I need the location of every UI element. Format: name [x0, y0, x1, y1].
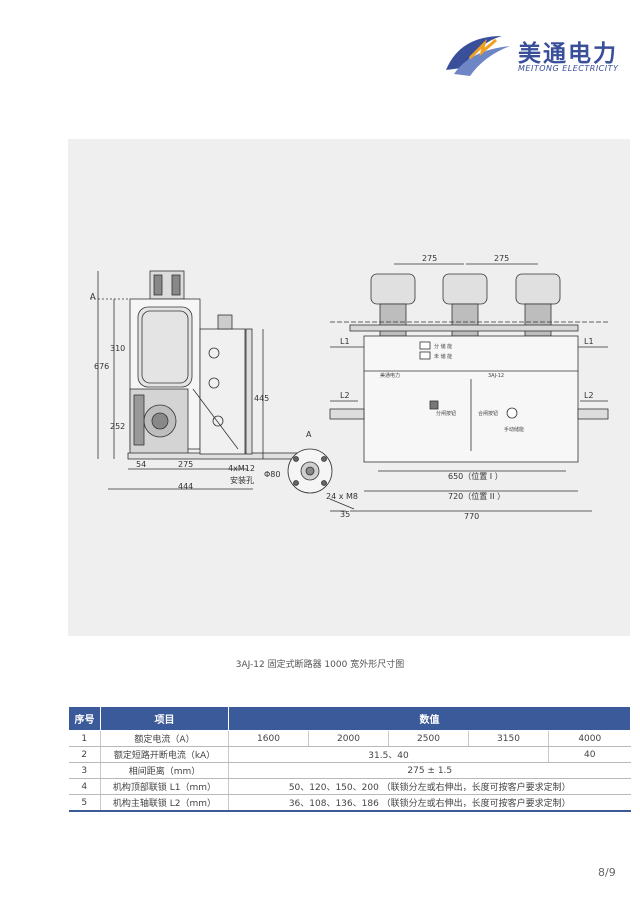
- cell-item: 额定电流（A）: [100, 730, 229, 747]
- cell-item: 机构主轴联锁 L2（mm）: [100, 794, 229, 812]
- dim-770: 770: [464, 512, 479, 521]
- dim-720: 720（位置 II ）: [448, 491, 505, 501]
- dim-l2-right: L2: [584, 391, 594, 400]
- table-row: 1 额定电流（A） 1600 2000 2500 3150 4000: [68, 730, 631, 747]
- dim-676: 676: [94, 362, 109, 371]
- cell-value: 31.5、40: [228, 746, 549, 763]
- cell-value: 36、108、136、186 （联锁分左或右伸出，长度可按客户要求定制）: [228, 794, 631, 812]
- dim-4xm12: 4xM12: [228, 464, 255, 473]
- cell-no: 4: [68, 778, 101, 795]
- dim-l1-right: L1: [584, 337, 594, 346]
- dim-275-side: 275: [178, 460, 193, 469]
- detail-a-label: A: [306, 430, 312, 439]
- brand-logo-icon: [446, 36, 510, 76]
- header-no: 序号: [68, 706, 101, 731]
- cell-value: 2000: [308, 730, 389, 747]
- table-row: 2 额定短路开断电流（kA） 31.5、40 40: [68, 746, 631, 763]
- cell-item: 额定短路开断电流（kA）: [100, 746, 229, 763]
- dim-l1-left: L1: [340, 337, 350, 346]
- panel-brand-label: 美通电力: [380, 372, 400, 379]
- panel-open-button-label: 分闸按钮: [436, 410, 456, 417]
- cell-no: 3: [68, 762, 101, 779]
- dim-275-a: 275: [422, 254, 437, 263]
- dim-252: 252: [110, 422, 125, 431]
- brand-name-cn: 美通电力: [518, 41, 618, 67]
- dim-54: 54: [136, 460, 146, 469]
- technical-drawing: A 310 676 252 445 54 275 4xM12 安装孔 444 Φ…: [68, 139, 630, 636]
- panel-close-button-label: 合闸按钮: [478, 410, 498, 417]
- cell-no: 5: [68, 794, 101, 812]
- header-item: 项目: [100, 706, 229, 731]
- table-header-row: 序号 项目 数值: [68, 706, 632, 731]
- cell-value: 1600: [228, 730, 309, 747]
- table-row: 5 机构主轴联锁 L2（mm） 36、108、136、186 （联锁分左或右伸出…: [68, 794, 631, 812]
- cell-value: 50、120、150、200 （联锁分左或右伸出，长度可按客户要求定制）: [228, 778, 631, 795]
- header-value: 数值: [227, 706, 632, 731]
- dim-444: 444: [178, 482, 193, 491]
- cell-item: 相间距离（mm）: [100, 762, 229, 779]
- dim-650: 650（位置 I ）: [448, 471, 503, 481]
- cell-no: 1: [68, 730, 101, 747]
- drawing-canvas: A 310 676 252 445 54 275 4xM12 安装孔 444 Φ…: [90, 254, 609, 521]
- dim-310: 310: [110, 344, 125, 353]
- page-number: 8/9: [598, 866, 616, 879]
- brand-logo: 美通电力 MEITONG ELECTRICITY: [440, 28, 635, 80]
- dim-l2-left: L2: [340, 391, 350, 400]
- dim-275-b: 275: [494, 254, 509, 263]
- spec-table: 序号 项目 数值 1 额定电流（A） 1600 2000 2500 3150 4…: [68, 706, 632, 812]
- cell-item: 机构顶部联锁 L1（mm）: [100, 778, 229, 795]
- table-row: 4 机构顶部联锁 L1（mm） 50、120、150、200 （联锁分左或右伸出…: [68, 778, 631, 795]
- dim-phi80: Φ80: [264, 470, 280, 479]
- table-row: 3 相间距离（mm） 275 ± 1.5: [68, 762, 631, 779]
- brand-name-en: MEITONG ELECTRICITY: [518, 64, 619, 73]
- dim-mount-hole: 安装孔: [230, 475, 254, 485]
- cell-value: 40: [548, 746, 631, 763]
- panel-indicator-a: 分 储 能: [434, 343, 452, 350]
- cell-value: 2500: [388, 730, 469, 747]
- dim-24xm8: 24 x M8: [326, 492, 358, 501]
- cell-value: 3150: [468, 730, 549, 747]
- cell-value: 4000: [548, 730, 631, 747]
- panel-model-label: 3AJ-12: [488, 373, 504, 379]
- cell-no: 2: [68, 746, 101, 763]
- cell-value: 275 ± 1.5: [228, 762, 631, 779]
- panel-manual-charge-label: 手动储能: [504, 426, 524, 433]
- dim-35: 35: [340, 510, 350, 519]
- drawing-caption: 3AJ-12 固定式断路器 1000 宽外形尺寸图: [235, 660, 405, 670]
- panel-indicator-b: 未 储 能: [434, 353, 452, 360]
- dim-a-label: A: [90, 292, 96, 301]
- dim-445: 445: [254, 394, 269, 403]
